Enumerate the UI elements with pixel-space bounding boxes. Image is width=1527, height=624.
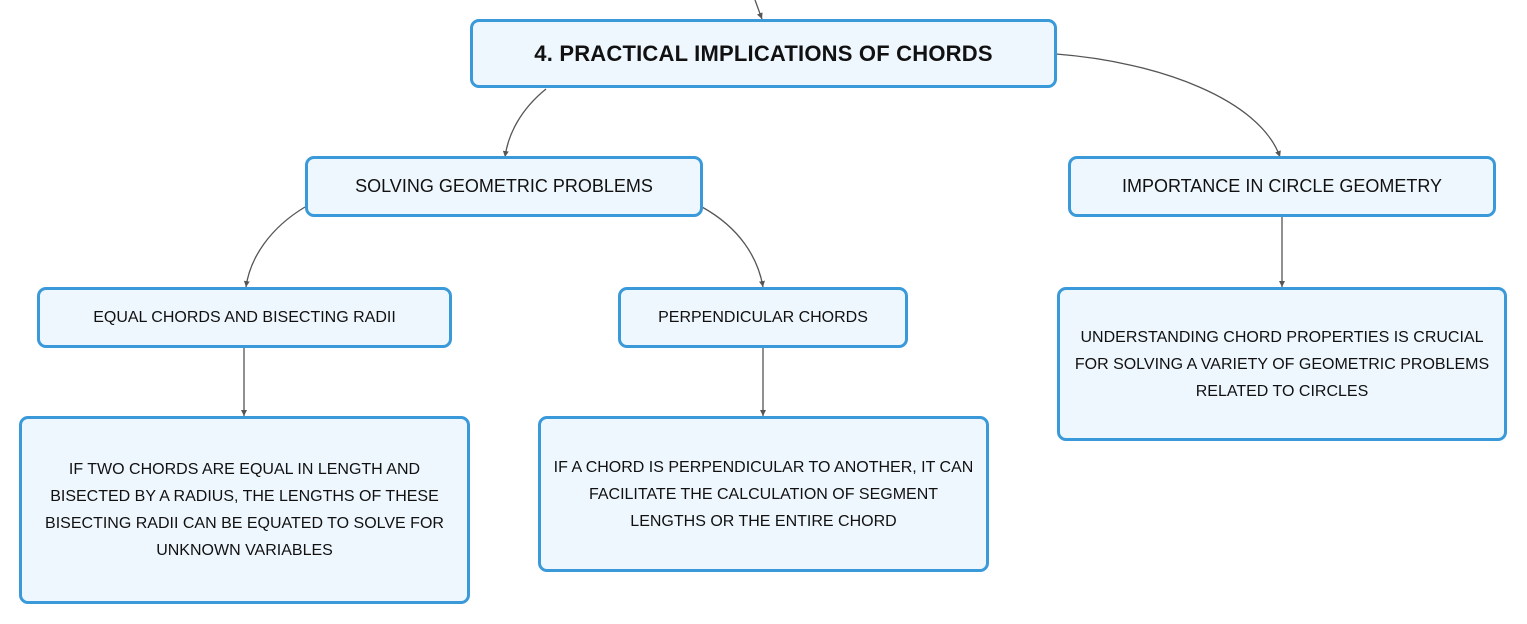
root-node[interactable]: 4. PRACTICAL IMPLICATIONS OF CHORDS — [470, 19, 1057, 88]
edge-root-to-solving — [502, 88, 547, 158]
node-solving-geometric-problems-label: SOLVING GEOMETRIC PROBLEMS — [355, 176, 653, 196]
node-equal-chords-detail-text: IF TWO CHORDS ARE EQUAL IN LENGTH AND BI… — [45, 461, 444, 559]
edge-incoming-to-root — [754, 0, 763, 20]
node-perpendicular-detail[interactable]: IF A CHORD IS PERPENDICULAR TO ANOTHER, … — [538, 416, 989, 572]
edge-solving-to-equal-chords — [243, 206, 306, 288]
node-equal-chords-and-bisecting-radii-label: EQUAL CHORDS AND BISECTING RADII — [93, 308, 396, 326]
node-solving-geometric-problems[interactable]: SOLVING GEOMETRIC PROBLEMS — [305, 156, 703, 217]
node-perpendicular-chords[interactable]: PERPENDICULAR CHORDS — [618, 287, 908, 348]
node-importance-in-circle-geometry-label: IMPORTANCE IN CIRCLE GEOMETRY — [1121, 176, 1443, 196]
root-node-label: 4. PRACTICAL IMPLICATIONS OF CHORDS — [534, 40, 993, 66]
node-equal-chords-detail[interactable]: IF TWO CHORDS ARE EQUAL IN LENGTH AND BI… — [19, 416, 470, 604]
node-importance-detail[interactable]: UNDERSTANDING CHORD PROPERTIES IS CRUCIA… — [1057, 287, 1507, 441]
node-importance-in-circle-geometry[interactable]: IMPORTANCE IN CIRCLE GEOMETRY — [1068, 156, 1496, 217]
node-importance-detail-text: UNDERSTANDING CHORD PROPERTIES IS CRUCIA… — [1074, 328, 1490, 400]
node-equal-chords-and-bisecting-radii[interactable]: EQUAL CHORDS AND BISECTING RADII — [37, 287, 452, 348]
node-perpendicular-detail-text: IF A CHORD IS PERPENDICULAR TO ANOTHER, … — [553, 458, 974, 530]
edge-solving-to-perpendicular — [701, 206, 765, 288]
edge-root-to-importance — [1055, 53, 1281, 158]
node-perpendicular-chords-label: PERPENDICULAR CHORDS — [658, 308, 868, 326]
